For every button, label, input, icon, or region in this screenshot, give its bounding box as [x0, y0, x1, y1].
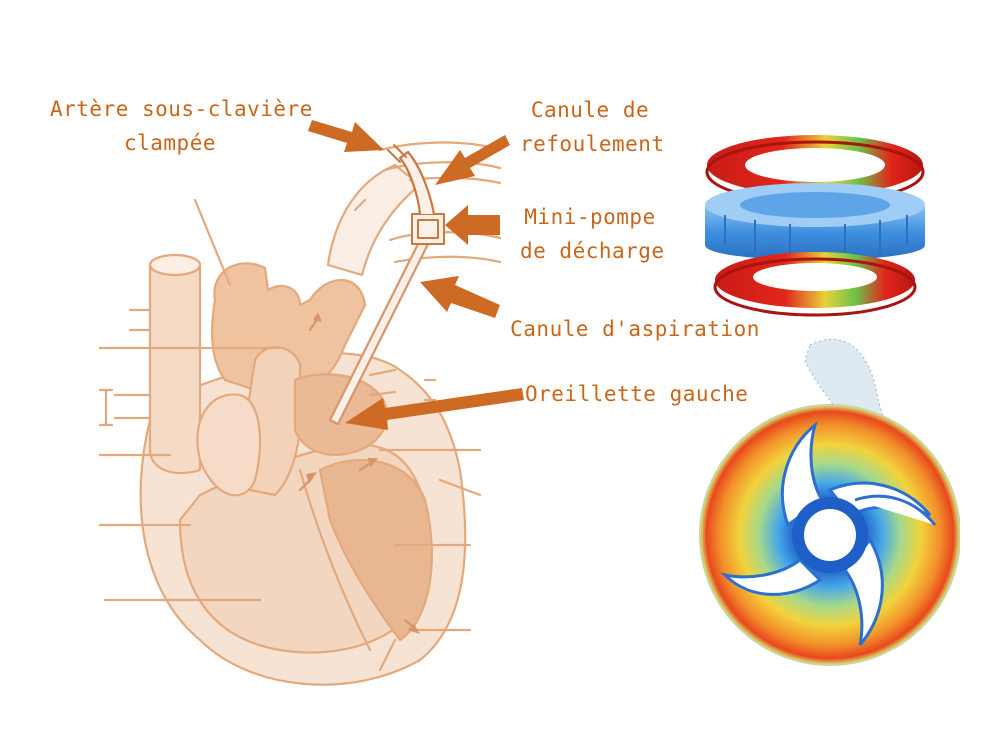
label-outflow-line2: refoulement — [520, 132, 665, 156]
label-inflow-cannula: Canule d'aspiration — [510, 312, 760, 346]
arrow-inflow — [420, 276, 500, 318]
arrow-artery — [308, 120, 384, 152]
arrow-pump — [445, 205, 500, 245]
label-pump-line2: de décharge — [520, 239, 665, 263]
arrow-atrium — [345, 388, 524, 430]
label-inflow: Canule d'aspiration — [510, 317, 760, 341]
pump-3d-render — [705, 135, 925, 317]
label-pump: Mini-pompe de décharge — [520, 200, 665, 268]
arrow-outflow — [435, 135, 510, 185]
label-artery-line1: Artère sous-clavière — [50, 97, 313, 121]
label-artery-line2: clampée — [123, 131, 216, 155]
label-artery: Artère sous-clavière clampée — [50, 92, 313, 160]
label-outflow-line1: Canule de — [530, 98, 650, 122]
label-outflow-cannula: Canule de refoulement — [520, 93, 665, 161]
label-pump-line1: Mini-pompe — [524, 205, 656, 229]
label-atrium: Oreillette gauche — [525, 377, 749, 411]
impeller-flow-simulation — [699, 338, 960, 666]
label-atrium-text: Oreillette gauche — [525, 382, 749, 406]
